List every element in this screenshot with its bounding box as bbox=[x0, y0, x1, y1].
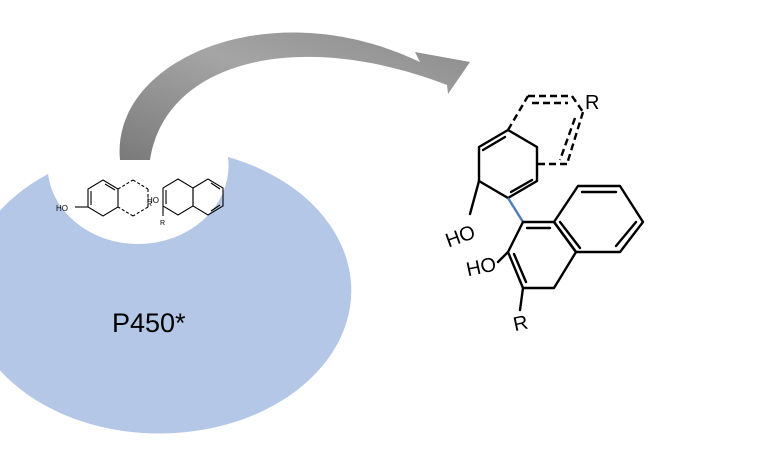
product-top-hydroxyl-label: HO bbox=[443, 221, 479, 252]
substrate-1-r-label: R bbox=[147, 201, 152, 208]
product-molecule: HO HO R R bbox=[443, 92, 645, 337]
substrate-2: HO R bbox=[147, 178, 224, 227]
new-biaryl-bond bbox=[506, 197, 525, 223]
product-bottom-r-label: R bbox=[511, 312, 530, 337]
product-top-r-label: R bbox=[585, 92, 599, 114]
substrate-2-hydroxyl-label: HO bbox=[147, 196, 159, 205]
substrate-2-r-label: R bbox=[160, 220, 165, 227]
substrate-1: HO R bbox=[56, 179, 152, 217]
reaction-arrow bbox=[119, 32, 470, 160]
substrate-1-hydroxyl-label: HO bbox=[56, 204, 68, 213]
enzyme-body bbox=[0, 157, 352, 434]
enzyme-label: P450* bbox=[112, 308, 186, 338]
product-bottom-hydroxyl-label: HO bbox=[464, 253, 498, 281]
